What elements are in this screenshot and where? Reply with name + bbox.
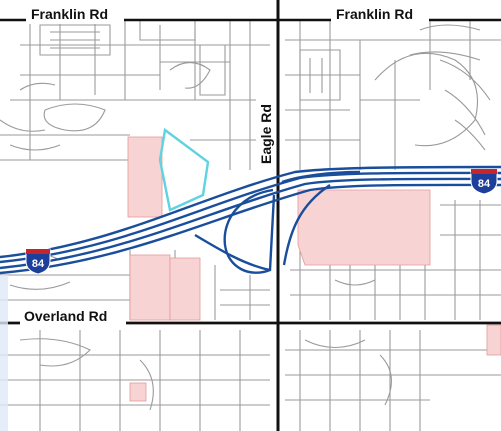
parcel-east-edge[interactable]	[486, 324, 501, 356]
parcel-southeast[interactable]	[297, 189, 431, 266]
subject-parcel-outline[interactable]	[158, 127, 210, 212]
parcel-southwest-b[interactable]	[169, 257, 201, 321]
overland-rd-label: Overland Rd	[24, 308, 107, 324]
parcel-northwest[interactable]	[127, 136, 163, 218]
i84-shield-east[interactable]: 84	[470, 168, 498, 195]
i84-shield-west-number: 84	[32, 258, 45, 270]
franklin-rd-label-west: Franklin Rd	[31, 6, 108, 22]
road-labels: Franklin Rd Franklin Rd Eagle Rd Overlan…	[20, 4, 429, 326]
eagle-label-bg	[256, 95, 276, 167]
interchange-ramp-ne	[281, 170, 361, 184]
interchange-ramp-se	[282, 184, 331, 266]
parcel-south-small[interactable]	[129, 382, 147, 402]
interchange-ramp-sw	[194, 233, 271, 272]
interstate-84	[0, 165, 501, 275]
highlighted-parcels	[127, 136, 501, 402]
overland-label-bg	[20, 306, 126, 326]
franklin-west-label-bg	[26, 4, 124, 24]
i84-mainline-south-2	[0, 183, 501, 275]
parcel-southwest-a[interactable]	[129, 254, 171, 321]
i84-shield-east-number: 84	[478, 178, 491, 190]
i84-shield-west[interactable]: 84	[25, 248, 51, 275]
i84-mainline-north-2	[0, 165, 501, 259]
i84-mainline-south	[0, 177, 501, 270]
franklin-east-label-bg	[331, 4, 429, 24]
franklin-rd-label-east: Franklin Rd	[336, 6, 413, 22]
page-edge-shadow	[0, 275, 8, 431]
interchange-loop	[223, 188, 276, 274]
eagle-rd-label: Eagle Rd	[258, 104, 274, 164]
